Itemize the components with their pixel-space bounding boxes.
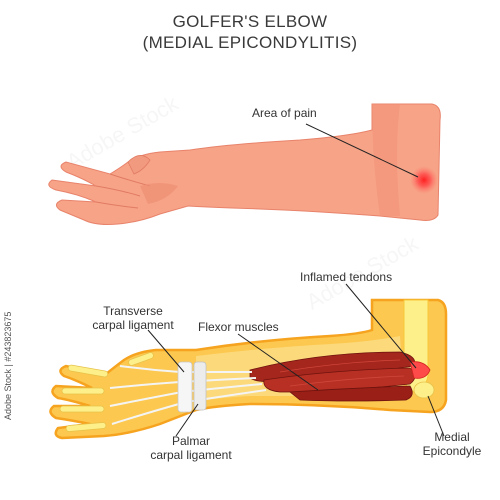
leader-area-of-pain [305, 123, 419, 178]
label-medial-line-2: Epicondyle [422, 444, 482, 458]
label-transverse-line-2: carpal ligament [92, 318, 174, 332]
stock-id: Adobe Stock | #243823675 [3, 311, 13, 420]
label-transverse-line-1: Transverse [103, 304, 163, 318]
label-flexor-muscles: Flexor muscles [198, 320, 279, 334]
palmar-carpal-ligament [193, 361, 207, 411]
label-medial-line-1: Medial [434, 430, 470, 444]
label-inflamed-tendons: Inflamed tendons [300, 270, 393, 284]
label-palmar-line-2: carpal ligament [150, 448, 232, 462]
finger-bones [59, 352, 154, 432]
flexor-muscle-3 [288, 385, 413, 402]
label-palmar-carpal-ligament: Palmar carpal ligament [136, 434, 246, 462]
leader-flexor [237, 333, 319, 391]
pain-spot [410, 166, 438, 194]
medial-epicondyle [413, 381, 435, 399]
label-medial-epicondyle: Medial Epicondyle [412, 430, 492, 458]
title-line-1: GOLFER'S ELBOW [172, 12, 328, 31]
leader-palmar [175, 403, 199, 437]
label-transverse-carpal-ligament: Transverse carpal ligament [78, 304, 188, 332]
inflamed-tendon [409, 361, 431, 379]
title-line-2: (MEDIAL EPICONDYLITIS) [142, 33, 358, 52]
leader-medial [427, 395, 445, 437]
label-area-of-pain: Area of pain [252, 106, 317, 120]
top-arm [48, 103, 441, 225]
leader-inflamed-tendons [345, 283, 417, 369]
leader-transverse [147, 329, 185, 373]
label-palmar-line-1: Palmar [171, 434, 210, 448]
bottom-arm [49, 283, 448, 440]
transverse-carpal-ligament [177, 361, 193, 413]
